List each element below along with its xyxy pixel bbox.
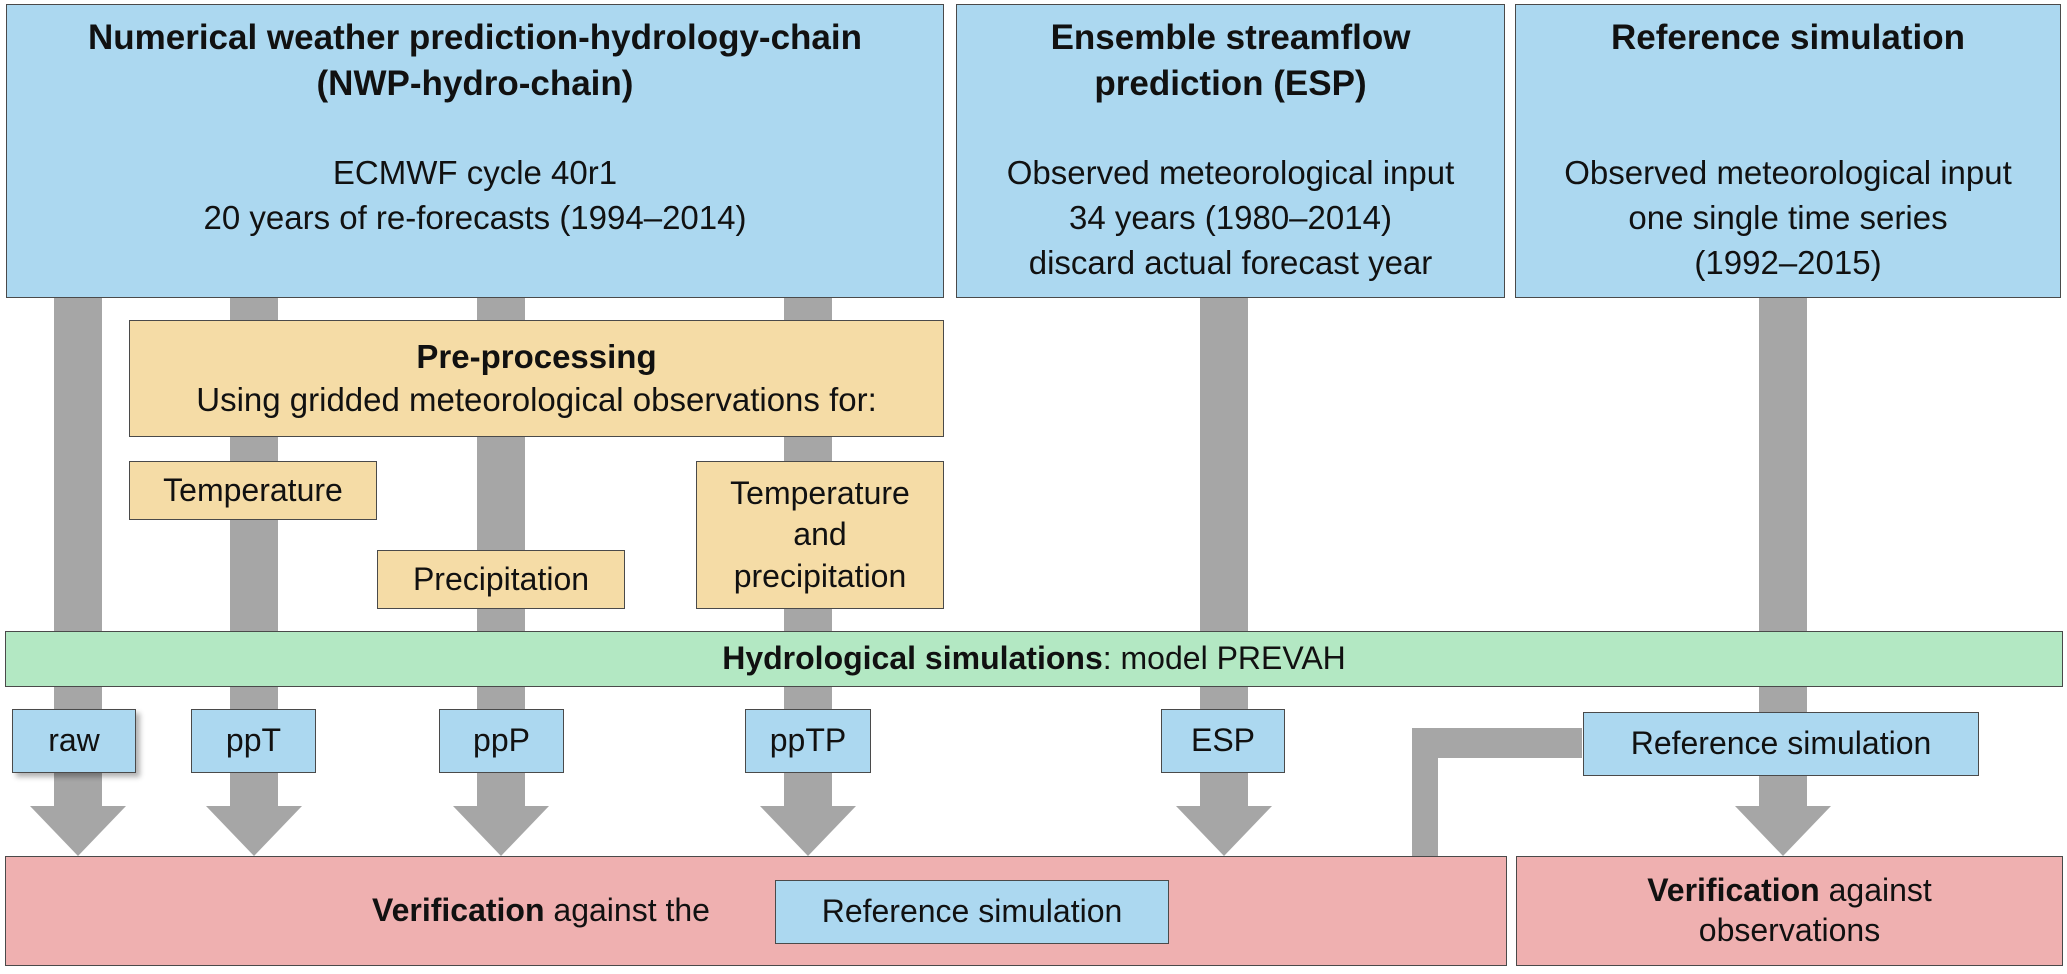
ref-desc-line3: (1992–2015) [1694, 243, 1882, 281]
hydrological-simulations-bar: Hydrological simulations : model PREVAH [5, 631, 2063, 687]
esp-desc-line3: discard actual forecast year [1028, 243, 1433, 281]
verification-obs-bold: Verification [1647, 872, 1820, 909]
output-ppP-label: ppP [473, 722, 530, 759]
verification-ref-text: against the [544, 892, 710, 929]
ref-desc-line2: one single time series [1628, 198, 1948, 236]
preprocessing-title: Pre-processing [416, 337, 657, 375]
ref-desc-line1: Observed meteorological input [1564, 154, 2012, 191]
output-ppT-label: ppT [225, 722, 282, 759]
output-reference-simulation: Reference simulation [1583, 712, 1979, 776]
esp-desc-line1: Observed meteorological input [1006, 154, 1455, 191]
temperature-box: Temperature [129, 461, 377, 520]
arrow-head-esp [1176, 806, 1272, 856]
reference-simulation-box: Reference simulation Observed meteorolog… [1515, 4, 2061, 298]
output-reference-label: Reference simulation [1630, 725, 1932, 762]
esp-box: Ensemble streamflow prediction (ESP) Obs… [956, 4, 1505, 298]
arrow-head-ppT [206, 806, 302, 856]
nwp-hydro-chain-box: Numerical weather prediction-hydrology-c… [6, 4, 944, 298]
verification-obs-line1: Verification against [1647, 872, 1932, 910]
esp-title-line2: prediction (ESP) [1094, 63, 1367, 103]
esp-title-line1: Ensemble streamflow [1050, 18, 1411, 57]
preprocessing-desc: Using gridded meteorological observation… [196, 380, 877, 418]
output-esp: ESP [1161, 709, 1285, 773]
hydro-bold-label: Hydrological simulations [722, 640, 1103, 677]
precipitation-box: Precipitation [377, 550, 625, 609]
temp-precip-line2: and [793, 516, 847, 553]
precipitation-label: Precipitation [412, 560, 590, 597]
output-raw: raw [12, 709, 136, 773]
temp-precip-line3: precipitation [733, 557, 907, 594]
arrow-head-raw [30, 806, 126, 856]
ref-title: Reference simulation [1611, 18, 1965, 57]
output-ppT: ppT [191, 709, 316, 773]
verification-ref-bold: Verification [372, 892, 545, 929]
nwp-title-line2: (NWP-hydro-chain) [316, 63, 634, 103]
temperature-label: Temperature [163, 471, 343, 508]
arrow-head-ppTP [760, 806, 856, 856]
output-raw-label: raw [48, 722, 100, 759]
verification-obs-line2: observations [1698, 912, 1881, 948]
temp-precip-line1: Temperature [730, 474, 910, 511]
nwp-title-line1: Numerical weather prediction-hydrology-c… [87, 18, 863, 57]
output-ppP: ppP [439, 709, 564, 773]
arrow-head-reference [1735, 806, 1831, 856]
verification-obs-text: against [1819, 872, 1932, 909]
verification-against-observations-box: Verification against observations [1516, 856, 2063, 966]
output-ppTP: ppTP [745, 709, 871, 773]
esp-desc-line2: 34 years (1980–2014) [1069, 198, 1392, 236]
nwp-desc-line1: ECMWF cycle 40r1 [332, 154, 618, 191]
verification-against-reference-box: Verification against the [5, 856, 1507, 966]
output-ppTP-label: ppTP [769, 722, 847, 759]
output-esp-label: ESP [1190, 722, 1256, 759]
preprocessing-box: Pre-processing Using gridded meteorologi… [129, 320, 944, 437]
verification-reference-simulation-inner: Reference simulation [775, 880, 1169, 944]
temperature-and-precipitation-box: Temperature and precipitation [696, 461, 944, 609]
arrow-head-ppP [453, 806, 549, 856]
nwp-desc-line2: 20 years of re-forecasts (1994–2014) [203, 198, 747, 236]
verification-inner-label: Reference simulation [821, 893, 1123, 930]
hydro-model-label: : model PREVAH [1102, 640, 1346, 677]
